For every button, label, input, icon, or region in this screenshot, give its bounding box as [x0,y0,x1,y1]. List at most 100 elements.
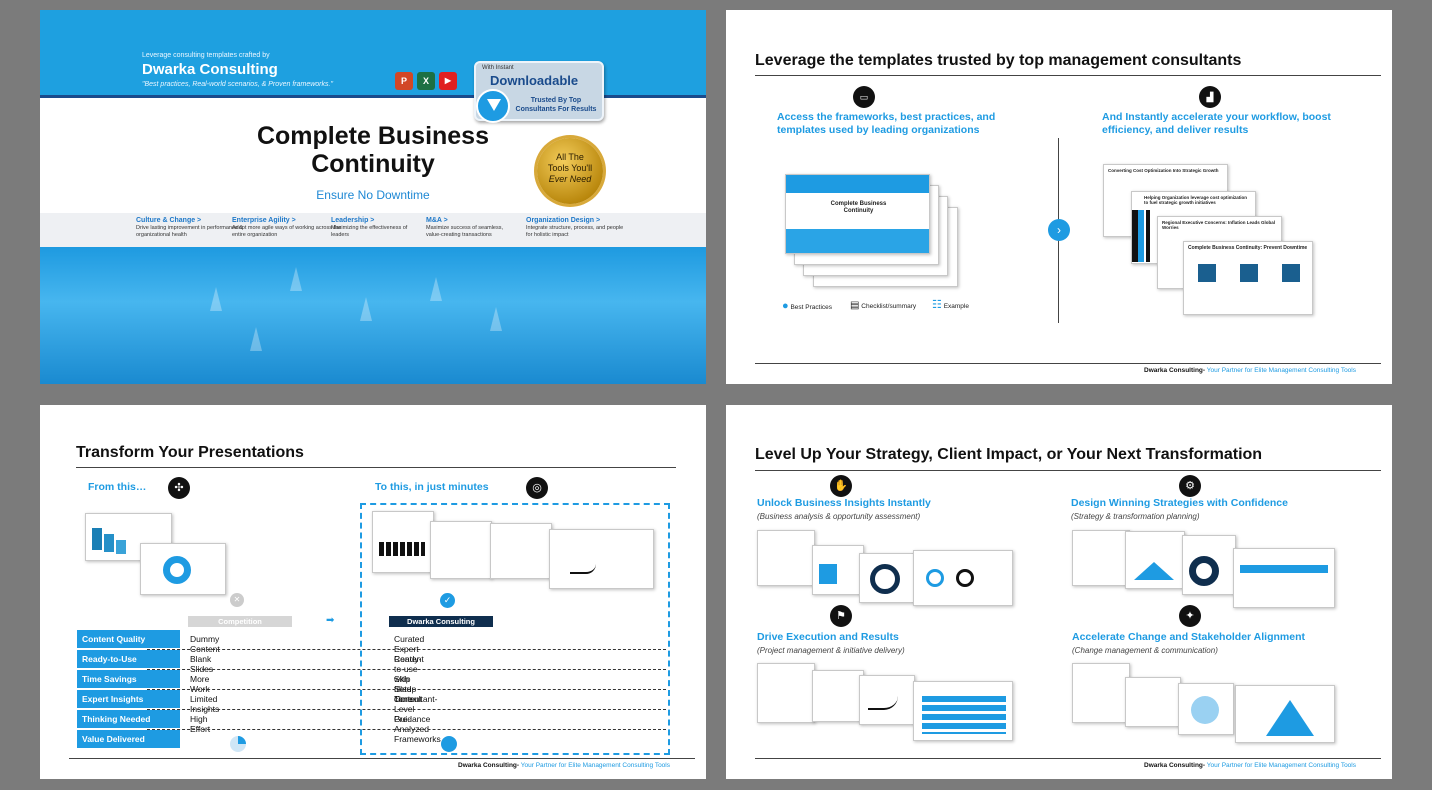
quadrant-thumbnail[interactable] [913,550,1013,606]
quadrant-change: Accelerate Change and Stakeholder Alignm… [1072,631,1342,655]
quadrant-thumbnail[interactable] [1178,683,1234,735]
category-item[interactable]: Leadership > Maximizing the effectivenes… [331,217,421,239]
slide-cover[interactable]: Leverage consulting templates crafted by… [40,10,706,384]
presentation-icon: ▭ [853,86,875,108]
quadrant-thumbnail[interactable] [1072,530,1130,586]
quadrant-execution: Drive Execution and Results (Project man… [757,631,1027,655]
youtube-icon: ▶ [439,72,457,90]
quadrant-winning-strategies: Design Winning Strategies with Confidenc… [1071,497,1341,521]
quadrant-thumbnail[interactable] [1235,685,1335,743]
seal-line-1: All The [556,152,584,162]
right-arrow-icon: ➡ [326,615,335,626]
category-item[interactable]: Enterprise Agility > Adopt more agile wa… [232,217,342,239]
slide-transform[interactable]: Transform Your Presentations From this… … [40,405,706,779]
cover-header-band [40,10,706,98]
thumbnail-slide[interactable]: Complete Business Continuity [785,174,930,254]
brand-tagline: "Best practices, Real-world scenarios, &… [142,81,333,88]
row-divider [147,649,666,650]
category-item[interactable]: Culture & Change > Drive lasting improve… [136,217,246,239]
footer-rule [755,758,1381,759]
download-small-label: With Instant [482,65,514,71]
quadrant-thumbnail[interactable] [1072,663,1130,723]
dwarka-value-pie [440,736,457,752]
quadrant-thumbnail[interactable] [757,530,815,586]
row-divider [147,709,666,710]
competition-thumbnail[interactable] [140,543,226,595]
arrow-decoration [430,277,442,301]
x-mark-icon: ✕ [230,593,244,607]
cover-kicker: Leverage consulting templates crafted by [142,52,270,59]
heading-rule [76,467,676,468]
quadrant-subtitle: (Change management & communication) [1072,646,1218,655]
thumbnail-title: Converting Cost Optimization Into Strate… [1108,168,1219,173]
row-divider [147,689,666,690]
quadrant-thumbnail[interactable] [1125,677,1181,727]
slide-heading: Transform Your Presentations [76,444,304,461]
dwarka-thumbnail[interactable] [430,521,492,579]
category-desc: Integrate structure, process, and people… [526,225,624,238]
quadrant-thumbnail[interactable] [812,545,864,595]
footer: Dwarka Consulting- Your Partner for Elit… [1144,762,1356,769]
row-label: Content Quality [77,630,180,648]
competition-cell: Dummy Content [190,634,220,654]
category-strip: Culture & Change > Drive lasting improve… [40,213,706,247]
quadrant-thumbnail[interactable] [812,670,864,722]
strategy-icon: ⚙ [1179,475,1201,497]
magnifier-icon: ☷ [932,299,942,311]
competition-cell: Limited Insights [190,694,220,714]
category-item[interactable]: Organization Design > Integrate structur… [526,217,626,239]
quadrant-subtitle: (Project management & initiative deliver… [757,646,905,655]
checklist-icon: ▤ [850,300,860,311]
dwarka-highlight-box [360,503,670,755]
thumbnail-title: Complete Business Continuity: Prevent Do… [1188,245,1308,251]
row-label: Expert Insights [77,690,180,708]
thumbnail-title: Helping Organization leverage cost optim… [1144,195,1248,205]
footer: Dwarka Consulting- Your Partner for Elit… [458,762,670,769]
category-title: Enterprise Agility > [232,217,296,224]
category-title: Organization Design > [526,217,601,224]
dwarka-thumbnail[interactable] [549,529,654,589]
slide-templates[interactable]: Leverage the templates trusted by top ma… [726,10,1392,384]
category-item[interactable]: M&A > Maximize success of seamless, valu… [426,217,516,239]
download-arrow-icon [476,89,510,123]
legend-example: ☷ Example [932,299,969,311]
download-big-label: Downloadable [490,73,579,88]
checkmark-icon: ✓ [440,593,455,608]
seal-line-3: Ever Need [548,174,592,184]
slide-heading: Leverage the templates trusted by top ma… [755,52,1242,69]
dwarka-tag: Dwarka Consulting [389,616,493,627]
quadrant-thumbnail[interactable] [859,675,915,725]
arrow-decoration [210,287,222,311]
heading-rule [755,75,1381,76]
slide-level-up[interactable]: Level Up Your Strategy, Client Impact, o… [726,405,1392,779]
cover-subtitle: Ensure No Downtime [316,188,430,202]
download-trust-label: Trusted By Top Consultants For Results [515,97,597,113]
row-label: Thinking Needed [77,710,180,728]
quadrant-thumbnail[interactable] [1182,535,1236,595]
category-desc: Maximizing the effectiveness of leaders [331,225,408,238]
dwarka-thumbnail[interactable] [372,511,434,573]
quadrant-thumbnail[interactable] [1125,531,1185,589]
quadrant-thumbnail[interactable] [1233,548,1335,608]
quadrant-thumbnail[interactable] [913,681,1013,741]
legend-checklist: ▤ Checklist/summary [850,300,917,311]
competition-tag: Competition [188,616,292,627]
quadrant-thumbnail[interactable] [757,663,815,723]
dwarka-thumbnail[interactable] [490,523,552,579]
arrow-decoration [490,307,502,331]
footer: Dwarka Consulting- Your Partner for Elit… [1144,367,1356,374]
row-label: Value Delivered [77,730,180,748]
from-label: From this… [88,481,147,493]
next-arrow-button[interactable]: › [1048,219,1070,241]
puzzle-icon: ✣ [168,477,190,499]
category-title: Culture & Change > [136,217,202,224]
category-title: M&A > [426,217,448,224]
left-column-heading: Access the frameworks, best practices, a… [777,111,996,136]
quadrant-title: Design Winning Strategies with Confidenc… [1071,497,1288,509]
lightbulb-icon: ✦ [1179,605,1201,627]
download-badge[interactable]: With Instant Downloadable Trusted By Top… [474,61,604,123]
thumbnail-slide[interactable]: Complete Business Continuity: Prevent Do… [1183,241,1313,315]
quadrant-thumbnail[interactable] [859,553,915,603]
excel-icon: X [417,72,435,90]
row-divider [147,669,666,670]
